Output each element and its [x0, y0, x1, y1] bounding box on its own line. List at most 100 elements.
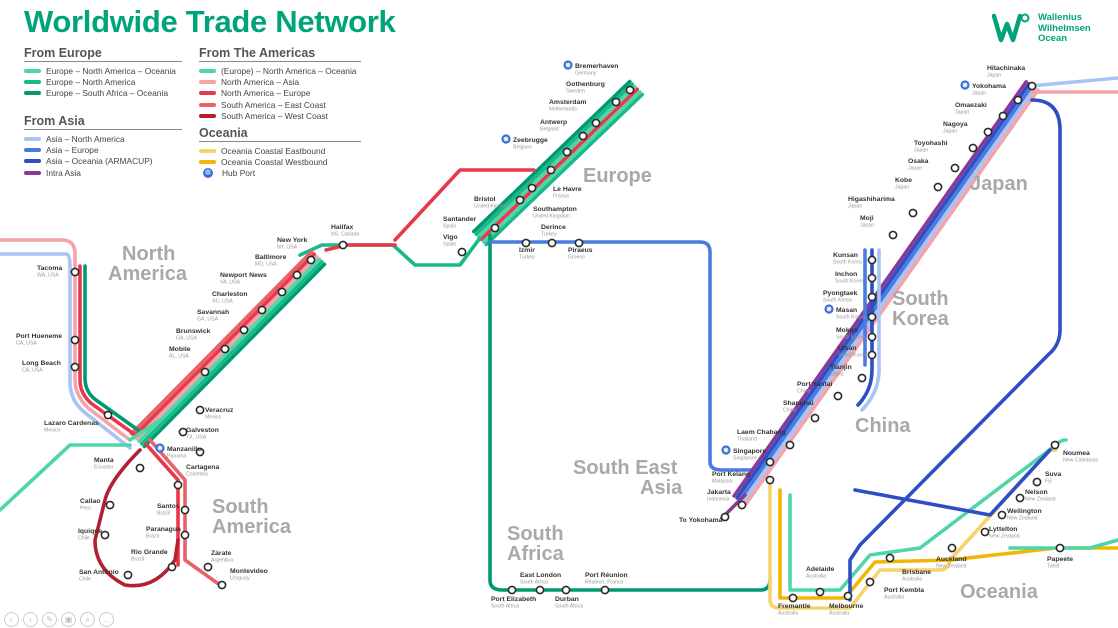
port-baltimore[interactable]	[292, 270, 302, 280]
port-southampton[interactable]	[515, 195, 525, 205]
port-marker[interactable]	[103, 410, 113, 420]
port-lazaro-cardenas[interactable]	[103, 410, 113, 420]
port-lyttelton[interactable]	[980, 527, 990, 537]
port-mobile[interactable]	[200, 367, 210, 377]
port-marker[interactable]	[867, 273, 877, 283]
port-marker[interactable]	[167, 562, 177, 572]
port-marker[interactable]	[180, 530, 190, 540]
port-marker[interactable]	[833, 391, 843, 401]
port-marker[interactable]	[490, 223, 500, 233]
port-cartagena[interactable]	[173, 480, 183, 490]
port-pyongtaek[interactable]	[867, 292, 877, 302]
port-veracruz[interactable]	[195, 405, 205, 415]
port-marker[interactable]	[625, 85, 635, 95]
more-icon[interactable]: …	[99, 612, 114, 627]
port-amsterdam[interactable]	[591, 118, 601, 128]
port-marker[interactable]	[867, 332, 877, 342]
port-jakarta[interactable]	[737, 500, 747, 510]
port-izmir[interactable]	[521, 238, 531, 248]
port-marker[interactable]	[561, 585, 571, 595]
zoom-icon[interactable]: ⌕	[80, 612, 95, 627]
port-marker[interactable]	[867, 350, 877, 360]
port-antwerp[interactable]	[578, 131, 588, 141]
port-osaka[interactable]	[950, 163, 960, 173]
port-marker[interactable]	[843, 591, 853, 601]
port-zeebrugge[interactable]	[562, 147, 572, 157]
port-marker[interactable]	[867, 255, 877, 265]
port-marker[interactable]	[1055, 543, 1065, 553]
port-bristol[interactable]	[527, 183, 537, 193]
port-to-yokohama[interactable]	[720, 512, 730, 522]
port-galveston[interactable]	[178, 427, 188, 437]
port-le-havre[interactable]	[546, 165, 556, 175]
port-marker[interactable]	[1015, 493, 1025, 503]
port-ulsan[interactable]	[867, 350, 877, 360]
port-suva[interactable]	[1032, 477, 1042, 487]
port-marker[interactable]	[70, 362, 80, 372]
port-omaezaki[interactable]	[998, 111, 1008, 121]
port-marker[interactable]	[600, 585, 610, 595]
port-marker[interactable]	[765, 475, 775, 485]
port-marker[interactable]	[546, 165, 556, 175]
port-papeete[interactable]	[1055, 543, 1065, 553]
port-marker[interactable]	[1027, 81, 1037, 91]
port-marker[interactable]	[980, 527, 990, 537]
port-marker[interactable]	[591, 118, 601, 128]
port-brunswick[interactable]	[220, 344, 230, 354]
port-laem-chabang[interactable]	[785, 440, 795, 450]
port-inchon[interactable]	[867, 273, 877, 283]
port-port-kembla[interactable]	[865, 577, 875, 587]
port-san-antonio[interactable]	[123, 570, 133, 580]
port-masan[interactable]	[867, 312, 877, 322]
port-marker[interactable]	[527, 183, 537, 193]
port-vigo[interactable]	[457, 247, 467, 257]
port-marker[interactable]	[998, 111, 1008, 121]
port-marker[interactable]	[217, 580, 227, 590]
port-paranagua[interactable]	[180, 530, 190, 540]
port-durban[interactable]	[561, 585, 571, 595]
port-marker[interactable]	[737, 500, 747, 510]
port-montevideo[interactable]	[217, 580, 227, 590]
port-marker[interactable]	[195, 447, 205, 457]
port-marker[interactable]	[105, 500, 115, 510]
port-santos[interactable]	[180, 505, 190, 515]
port-marker[interactable]	[933, 182, 943, 192]
port-yokohama[interactable]	[1013, 95, 1023, 105]
port-marker[interactable]	[239, 325, 249, 335]
port-marker[interactable]	[885, 553, 895, 563]
next-icon[interactable]: ›	[23, 612, 38, 627]
port-marker[interactable]	[521, 238, 531, 248]
port-marker[interactable]	[135, 463, 145, 473]
port-bremerhaven[interactable]	[625, 85, 635, 95]
port-marker[interactable]	[195, 405, 205, 415]
port-marker[interactable]	[908, 208, 918, 218]
port-piraeus[interactable]	[574, 238, 584, 248]
port-port-r-union[interactable]	[600, 585, 610, 595]
port-marker[interactable]	[180, 505, 190, 515]
port-marker[interactable]	[968, 143, 978, 153]
port-marker[interactable]	[865, 577, 875, 587]
port-marker[interactable]	[950, 163, 960, 173]
port-marker[interactable]	[70, 267, 80, 277]
port-marker[interactable]	[1050, 440, 1060, 450]
port-port-kelang[interactable]	[765, 475, 775, 485]
port-marker[interactable]	[611, 97, 621, 107]
port-marker[interactable]	[123, 570, 133, 580]
port-marker[interactable]	[70, 335, 80, 345]
prev-icon[interactable]: ‹	[4, 612, 19, 627]
port-marker[interactable]	[292, 270, 302, 280]
port-marker[interactable]	[815, 587, 825, 597]
port-iquique[interactable]	[100, 530, 110, 540]
port-wellington[interactable]	[997, 510, 1007, 520]
port-higashiharima[interactable]	[908, 208, 918, 218]
port-marker[interactable]	[867, 292, 877, 302]
port-port-yantai[interactable]	[833, 391, 843, 401]
port-newport-news[interactable]	[277, 287, 287, 297]
port-shanghai[interactable]	[810, 413, 820, 423]
port-marker[interactable]	[857, 373, 867, 383]
port-z-rate[interactable]	[203, 562, 213, 572]
port-marker[interactable]	[457, 247, 467, 257]
port-marker[interactable]	[277, 287, 287, 297]
port-marker[interactable]	[765, 457, 775, 467]
port-manta[interactable]	[135, 463, 145, 473]
